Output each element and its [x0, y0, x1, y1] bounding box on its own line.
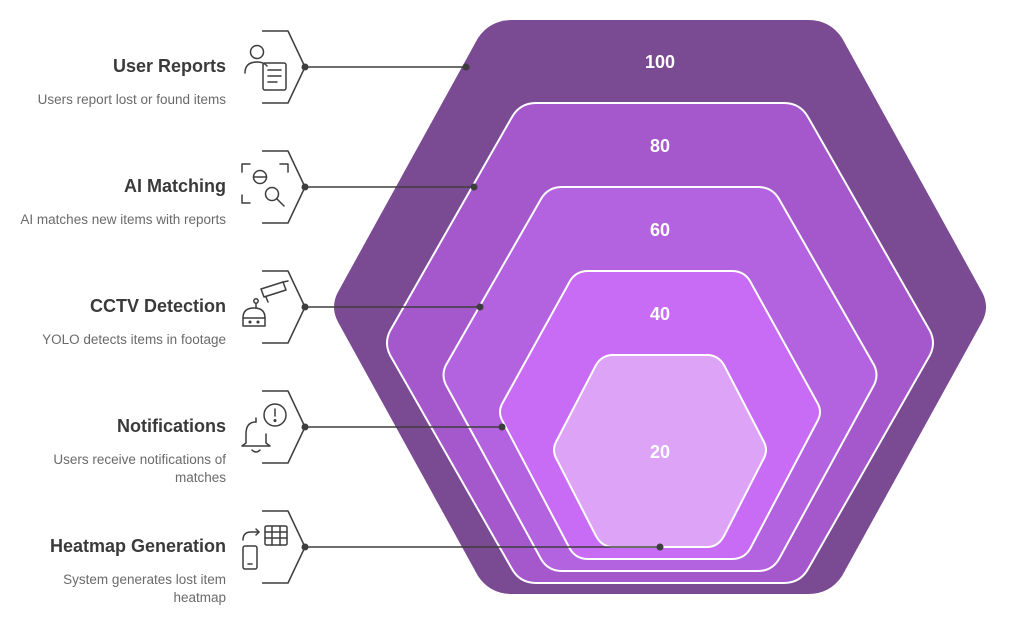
bell-alert-icon: [241, 403, 287, 453]
connector-dot-end-1: [462, 63, 470, 71]
item-title-user-reports: User Reports: [112, 56, 226, 76]
connector-dot-start-5: [301, 543, 309, 551]
item-title-ai-matching: AI Matching: [124, 176, 226, 196]
layer-100-label: 100: [645, 52, 675, 72]
cctv-camera-icon: [242, 280, 289, 327]
icon-bracket-4: [262, 390, 306, 464]
layer-60-label: 60: [650, 220, 670, 240]
connector-dot-end-4: [498, 423, 506, 431]
layer-20-label: 20: [650, 442, 670, 462]
icon-bracket-5: [262, 510, 306, 584]
connector-dot-end-5: [656, 543, 664, 551]
connector-dot-start-1: [301, 63, 309, 71]
layer-40-label: 40: [650, 304, 670, 324]
item-desc-user-reports: Users report lost or found items: [37, 92, 226, 107]
user-report-icon: [244, 44, 287, 91]
ai-match-search-icon: [241, 163, 289, 207]
connector-dot-start-4: [301, 423, 309, 431]
item-desc-notifications: Users receive notifications of matches: [53, 452, 226, 485]
item-desc-ai-matching: AI matches new items with reports: [20, 212, 226, 227]
item-title-cctv-detection: CCTV Detection: [89, 296, 226, 316]
icon-bracket-2: [262, 150, 306, 224]
icon-bracket-1: [262, 30, 306, 104]
connector-dot-start-3: [301, 303, 309, 311]
item-title-heatmap-generation: Heatmap Generation: [49, 536, 226, 556]
layer-20-hexagon: [553, 354, 767, 548]
connector-dot-start-2: [301, 183, 309, 191]
connector-dot-end-3: [476, 303, 484, 311]
item-desc-heatmap-generation: System generates lost item heatmap: [63, 572, 226, 605]
item-desc-cctv-detection: YOLO detects items in footage: [42, 332, 226, 347]
layer-80-label: 80: [650, 136, 670, 156]
item-title-notifications: Notifications: [116, 416, 226, 436]
phone-table-icon: [242, 525, 288, 570]
connector-dot-end-2: [470, 183, 478, 191]
